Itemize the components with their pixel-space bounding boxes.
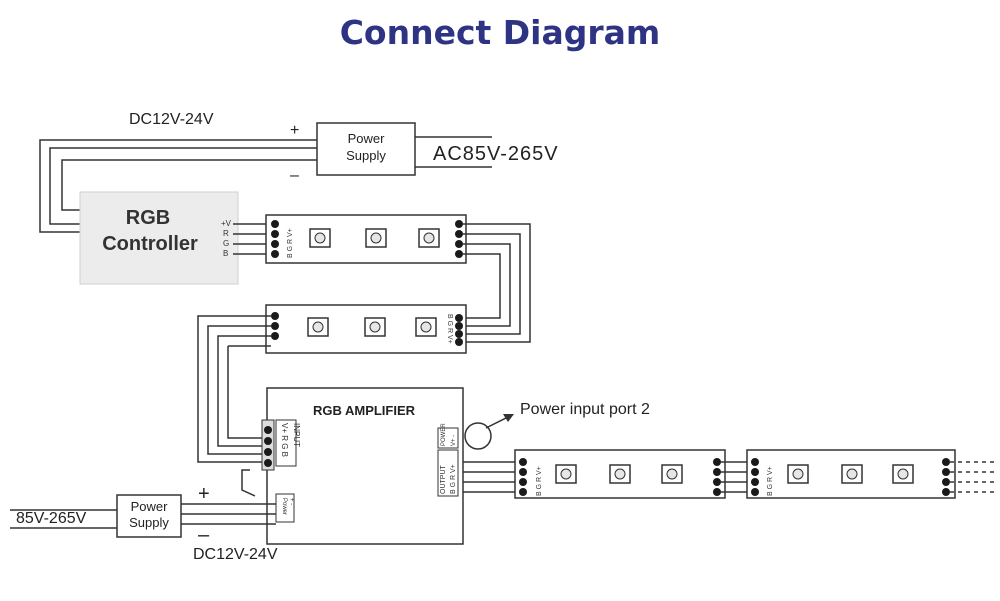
bottom-plus-label: + (198, 483, 211, 505)
page-title: Connect Diagram (340, 13, 661, 52)
bottom-power-supply-line2: Supply (129, 515, 169, 530)
amp-input-pins-label: V+ R G B (280, 423, 289, 457)
amp-input-loop (241, 469, 256, 497)
power-port-2-arrowhead (503, 414, 514, 422)
strip2-to-amp-wire-4 (227, 346, 264, 439)
amp-power2-pins-label: V+ - (451, 435, 457, 446)
amplifier-title: RGB AMPLIFIER (313, 403, 416, 418)
top-minus-label: – (290, 167, 299, 184)
controller-pin-b: B (223, 249, 228, 258)
strip1-to-strip2-wire-4 (463, 253, 501, 319)
strip2-to-amp-wire-1 (197, 315, 271, 463)
top-dc-negative-wire (61, 159, 317, 211)
top-power-supply-line2: Supply (346, 148, 386, 163)
bottom-dc-voltage-label: DC12V-24V (193, 546, 278, 563)
top-plus-label: + (290, 122, 299, 139)
top-power-supply-line1: Power (348, 131, 386, 146)
bottom-minus-label: – (198, 524, 210, 546)
bottom-ac-wires (10, 509, 117, 529)
amp-power2-label: POWER (441, 423, 447, 446)
top-ac-label: AC85V-265V (433, 143, 559, 165)
top-dc-voltage-label: DC12V-24V (129, 111, 214, 128)
strip3-pin-label: B G R V+ (536, 466, 543, 496)
strip3-to-strip4-wires (721, 461, 752, 493)
bottom-ac-label: 85V-265V (16, 510, 87, 527)
strip1-to-strip2-wire-3 (463, 243, 511, 327)
strip-continuation-wires (950, 461, 995, 493)
strip1-pin-label: B G R V+ (287, 228, 294, 258)
amp-output-label: OUTPUT (440, 465, 447, 495)
rgb-amplifier: RGB AMPLIFIER V+ R G B INPUT OUTPUT B G … (261, 387, 464, 545)
strip2-to-amp-wire-3 (217, 335, 271, 447)
strip1-to-strip2-wire-1 (463, 223, 531, 343)
bottom-power-supply-line1: Power (131, 499, 169, 514)
controller-pin-g: G (223, 239, 229, 248)
controller-pin-r: R (223, 229, 229, 238)
bottom-dc-wires (181, 503, 276, 525)
led-strip-1: B G R V+ (265, 214, 467, 264)
controller-pin-vplus: +V (221, 219, 232, 228)
strip2-pin-label: B G R V+ (446, 314, 453, 344)
top-dc-positive-wire-inner (49, 147, 317, 225)
controller-label-line1: RGB (126, 207, 170, 229)
strip2-to-amp-wire-2 (207, 325, 271, 455)
top-power-supply: Power Supply (316, 122, 416, 176)
led-strip-2: B G R V+ (265, 304, 467, 354)
amp-input-label: INPUT (292, 423, 301, 447)
top-ac-wires (415, 136, 492, 168)
controller-output-wires (233, 223, 272, 255)
power-port-2-label: Power input port 2 (520, 401, 650, 418)
strip1-to-strip2-wire-2 (463, 233, 521, 335)
top-dc-positive-wire-outer (39, 139, 317, 233)
bottom-power-supply: Power Supply (116, 494, 182, 538)
amp-output-wires (463, 461, 520, 493)
controller-label-line2: Controller (102, 233, 198, 255)
power-port-2-marker (464, 422, 492, 450)
rgb-controller: RGB Controller +V R G B (79, 191, 239, 285)
led-strip-4: B G R V+ (746, 449, 956, 499)
amp-output-pins-label: B G R V+ (450, 464, 457, 494)
amp-power1-label: Power (281, 498, 287, 515)
amp-power1-pins-label: + - (288, 498, 294, 505)
strip4-pin-label: B G R V+ (767, 466, 774, 496)
led-strip-3: B G R V+ (514, 449, 726, 499)
